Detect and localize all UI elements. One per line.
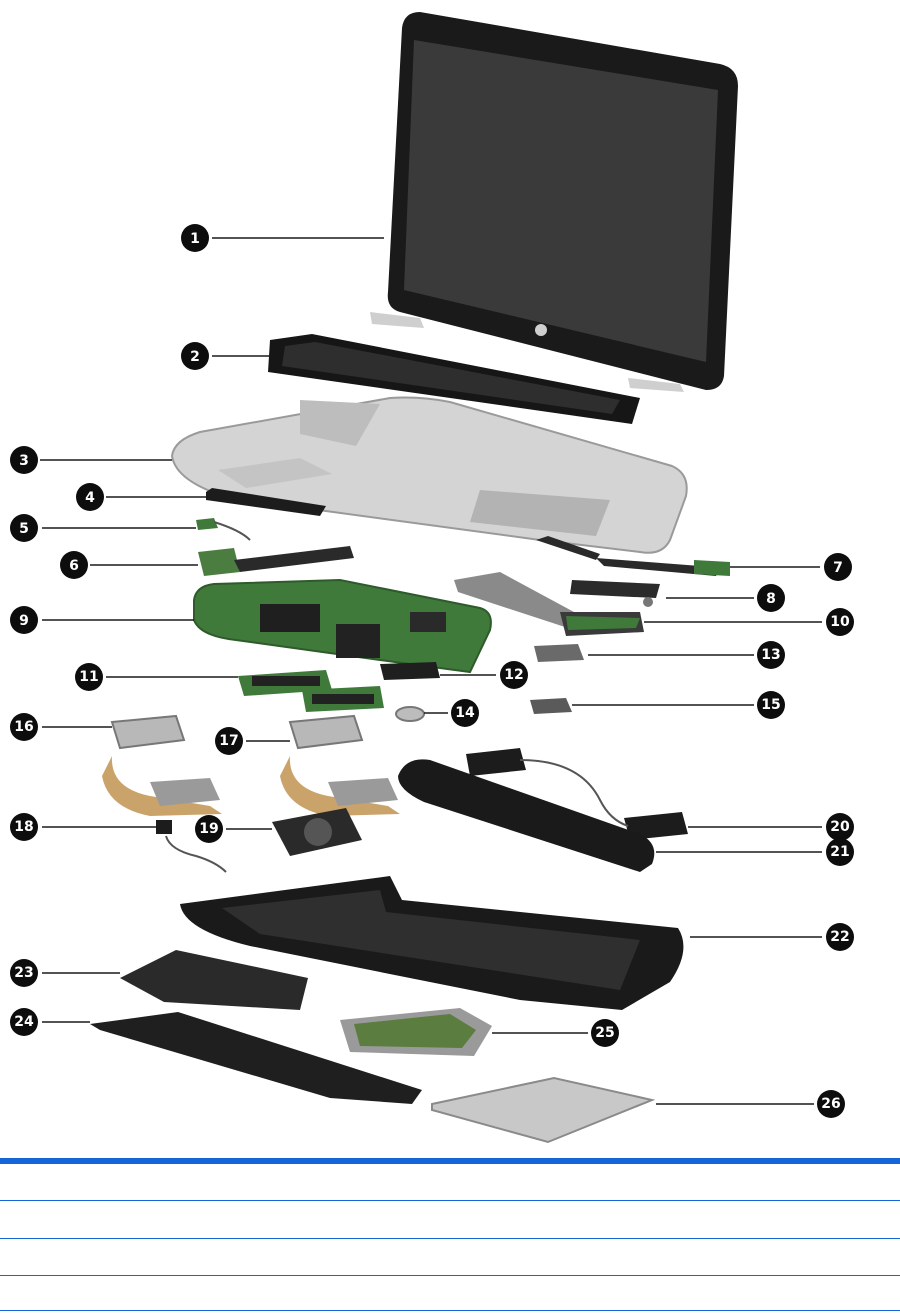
callout-11: 11	[75, 663, 103, 691]
part-heatsink-16	[102, 714, 222, 816]
part-fan	[272, 808, 362, 856]
callout-19: 19	[195, 815, 223, 843]
svg-text:6: 6	[69, 558, 79, 574]
part-5	[196, 518, 251, 541]
svg-text:15: 15	[761, 697, 780, 713]
part-4	[206, 488, 326, 516]
svg-text:1: 1	[190, 231, 200, 247]
part-memory	[238, 670, 384, 712]
callout-17: 17	[215, 727, 243, 755]
svg-text:25: 25	[595, 1025, 614, 1041]
part-12	[380, 662, 440, 680]
svg-text:20: 20	[830, 819, 850, 835]
callout-1: 1	[181, 224, 209, 252]
svg-text:2: 2	[190, 349, 200, 365]
leader-lines	[40, 237, 822, 1105]
part-hard-drive	[340, 1008, 492, 1056]
part-system-board	[193, 578, 492, 674]
callout-22: 22	[826, 923, 854, 951]
svg-text:13: 13	[761, 647, 780, 663]
callout-13: 13	[757, 641, 785, 669]
callout-20: 20	[826, 813, 854, 841]
part-keyboard	[268, 334, 640, 424]
svg-text:3: 3	[19, 453, 29, 469]
svg-text:8: 8	[766, 591, 776, 607]
callout-21: 21	[826, 838, 854, 866]
callout-2: 2	[181, 342, 209, 370]
callout-23: 23	[10, 959, 38, 987]
part-speakers	[466, 748, 688, 840]
svg-text:7: 7	[833, 560, 843, 576]
svg-text:19: 19	[199, 821, 218, 837]
callout-15: 15	[757, 691, 785, 719]
part-10	[454, 572, 644, 636]
part-23	[120, 950, 308, 1010]
part-display	[370, 12, 738, 392]
callout-5: 5	[10, 514, 38, 542]
callout-16: 16	[10, 713, 38, 741]
svg-text:5: 5	[19, 521, 29, 537]
part-battery	[398, 759, 655, 872]
callout-8: 8	[757, 584, 785, 612]
callout-7: 7	[824, 553, 852, 581]
svg-text:22: 22	[830, 929, 849, 945]
part-8	[570, 580, 660, 607]
svg-text:4: 4	[85, 490, 95, 506]
table-row-divider	[0, 1275, 900, 1276]
svg-text:16: 16	[14, 719, 33, 735]
svg-text:18: 18	[14, 819, 33, 835]
part-18	[156, 820, 227, 873]
svg-text:12: 12	[504, 667, 523, 683]
svg-text:14: 14	[455, 705, 475, 721]
part-7	[536, 536, 730, 576]
part-24	[90, 1012, 422, 1104]
table-header-rule	[0, 1158, 900, 1164]
callout-4: 4	[76, 483, 104, 511]
part-base-enclosure	[180, 876, 684, 1010]
part-14	[395, 706, 425, 722]
callout-10: 10	[826, 608, 854, 636]
svg-text:17: 17	[219, 733, 238, 749]
exploded-parts-diagram: 1 2 3 4 5 6 7 8 9 10 11 12 13 14 15 16 1…	[10, 12, 854, 1144]
part-13	[534, 644, 584, 662]
table-row-divider	[0, 1238, 900, 1239]
callout-12: 12	[500, 661, 528, 689]
callout-24: 24	[10, 1008, 38, 1036]
table-row-divider	[0, 1310, 900, 1311]
part-6	[198, 546, 354, 576]
callout-25: 25	[591, 1019, 619, 1047]
table-row-divider	[0, 1200, 900, 1201]
callout-26: 26	[817, 1090, 845, 1118]
part-heatsink-17	[280, 714, 400, 816]
part-optical-drive	[431, 1076, 656, 1144]
part-top-cover	[170, 396, 688, 554]
svg-text:26: 26	[821, 1096, 840, 1112]
part-15	[530, 698, 572, 714]
callout-18: 18	[10, 813, 38, 841]
svg-text:10: 10	[830, 614, 850, 630]
svg-text:11: 11	[79, 669, 98, 685]
svg-text:23: 23	[14, 965, 33, 981]
callout-6: 6	[60, 551, 88, 579]
callout-14: 14	[451, 699, 479, 727]
callout-9: 9	[10, 606, 38, 634]
svg-text:9: 9	[19, 613, 29, 629]
svg-text:24: 24	[14, 1014, 34, 1030]
callout-3: 3	[10, 446, 38, 474]
svg-text:21: 21	[830, 844, 849, 860]
